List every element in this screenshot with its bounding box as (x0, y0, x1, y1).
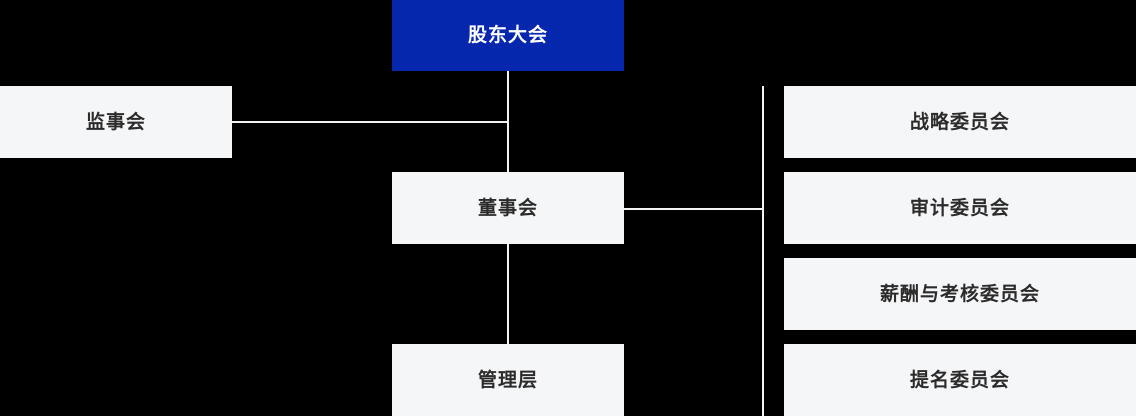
node-shareholders-meeting[interactable]: 股东大会 (392, 0, 624, 71)
connector-board-to-management (507, 244, 509, 345)
node-strategy-committee[interactable]: 战略委员会 (784, 86, 1136, 158)
node-board-of-supervisors[interactable]: 监事会 (0, 86, 232, 158)
connector-shareholders-to-board (507, 71, 509, 173)
node-nomination-committee[interactable]: 提名委员会 (784, 344, 1136, 416)
node-audit-committee[interactable]: 审计委员会 (784, 172, 1136, 244)
node-audit-committee-label: 审计委员会 (909, 197, 1010, 219)
node-shareholders-meeting-label: 股东大会 (467, 25, 548, 46)
connector-shareholders-to-supervisors (232, 121, 508, 123)
node-remuneration-and-appraisal-committee[interactable]: 薪酬与考核委员会 (784, 258, 1136, 330)
node-remuneration-and-appraisal-committee-label: 薪酬与考核委员会 (879, 283, 1040, 305)
node-board-of-directors-label: 董事会 (477, 197, 538, 219)
node-strategy-committee-label: 战略委员会 (909, 111, 1010, 133)
connector-committee-vertical-rail (762, 86, 764, 416)
node-nomination-committee-label: 提名委员会 (909, 369, 1010, 391)
connector-board-to-committee-rail (624, 208, 764, 210)
node-management[interactable]: 管理层 (392, 344, 624, 416)
node-management-label: 管理层 (477, 369, 538, 391)
node-board-of-directors[interactable]: 董事会 (392, 172, 624, 244)
node-board-of-supervisors-label: 监事会 (85, 111, 146, 133)
